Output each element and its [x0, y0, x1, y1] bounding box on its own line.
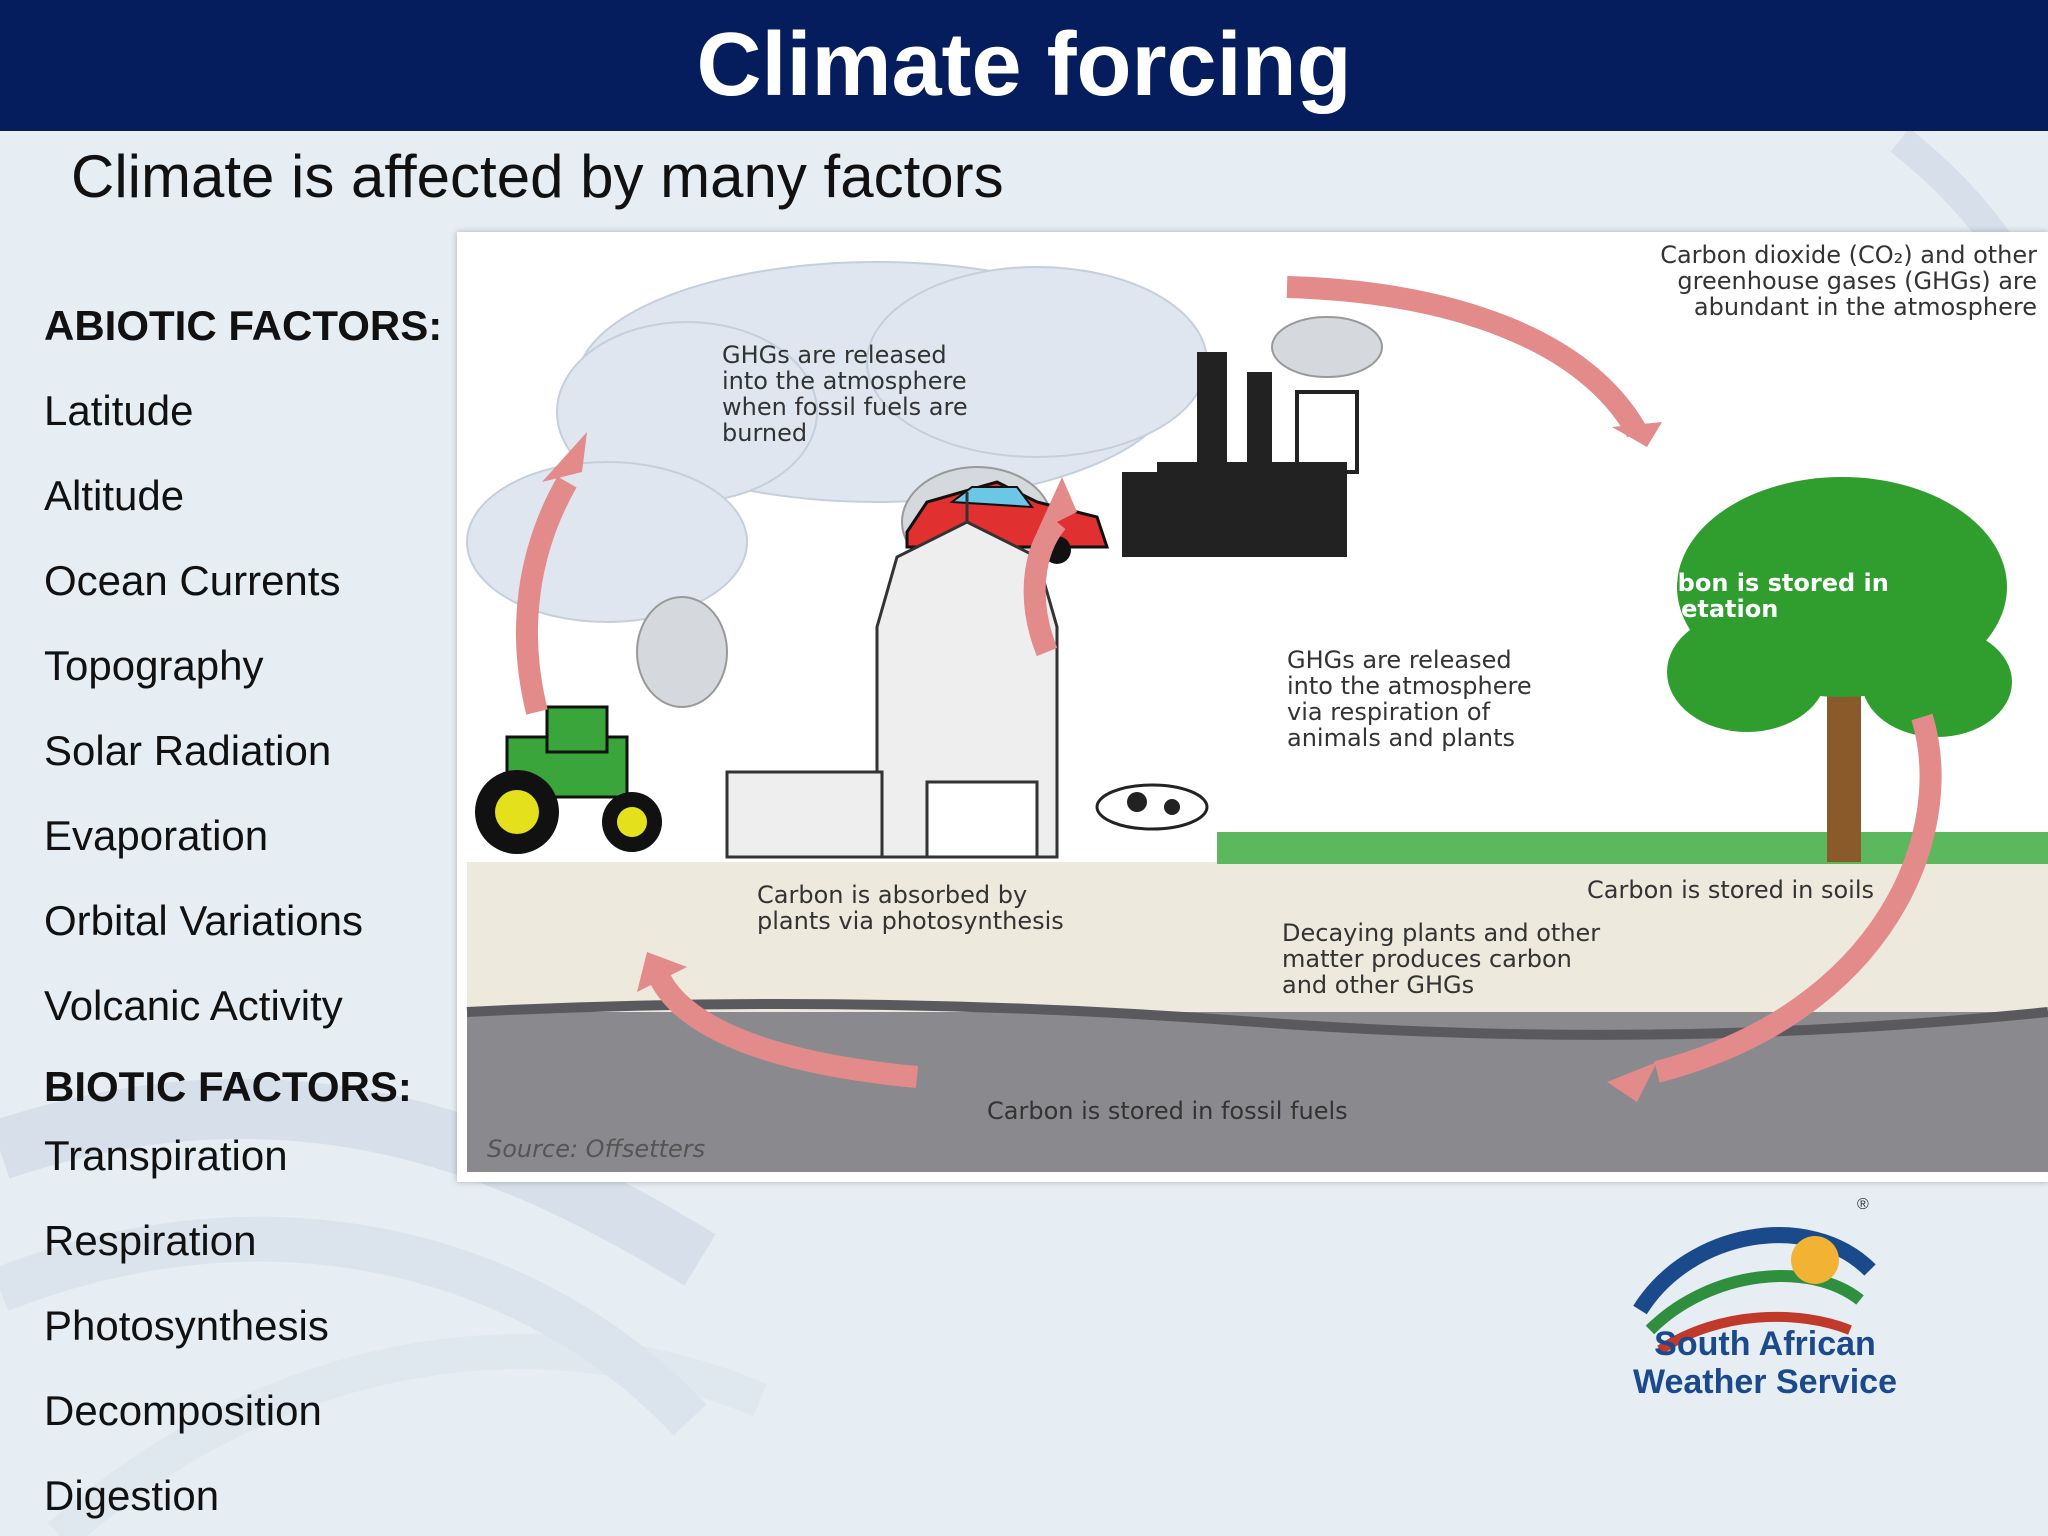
factor-item: Photosynthesis: [44, 1302, 329, 1349]
factor-item: Transpiration: [44, 1132, 288, 1179]
label-co2-abundant: Carbon dioxide (CO₂) and other greenhous…: [1660, 241, 2037, 321]
label-fossil-fuels: Carbon is stored in fossil fuels: [987, 1097, 1348, 1125]
carbon-cycle-diagram: Carbon dioxide (CO₂) and other greenhous…: [457, 232, 2048, 1182]
factor-item: Volcanic Activity: [44, 982, 343, 1029]
saws-logo-mark: [1633, 1227, 1876, 1355]
factor-item: Ocean Currents: [44, 557, 341, 604]
label-decaying: Decaying plants and other matter produce…: [1282, 919, 1601, 999]
arrow-tractor-up: [516, 476, 577, 715]
label-soils: Carbon is stored in soils: [1587, 876, 1874, 904]
factor-item: Evaporation: [44, 812, 269, 859]
factor-item: Decomposition: [44, 1387, 322, 1434]
arrow-respiration-up: [1023, 514, 1066, 657]
diagram-source: Source: Offsetters: [487, 1135, 706, 1163]
label-ghg-respiration: GHGs are released into the atmosphere vi…: [1287, 646, 1532, 752]
tractor: [475, 705, 662, 854]
factor-item: Latitude: [44, 387, 194, 434]
cow: [1095, 783, 1209, 831]
page-title: Climate forcing: [696, 15, 1352, 115]
factory: [1122, 352, 1359, 557]
arrow-atmosphere-down: [1286, 276, 1647, 438]
carbon-cycle-illustration: [466, 261, 2048, 1172]
factor-item: Orbital Variations: [44, 897, 364, 944]
arrow-heads: [542, 422, 1662, 1102]
label-vegetation: Carbon is stored in vegetation: [1632, 569, 1889, 623]
registered-mark: ®: [1857, 1196, 1869, 1213]
abiotic-header: ABIOTIC FACTORS:: [44, 302, 443, 349]
cycle-arrows: [516, 276, 1942, 1088]
page-subtitle: Climate is affected by many factors: [71, 143, 1004, 210]
label-photosynthesis: Carbon is absorbed by plants via photosy…: [757, 881, 1064, 935]
biotic-header: BIOTIC FACTORS:: [44, 1063, 412, 1110]
factor-item: Altitude: [44, 472, 185, 519]
factor-item: Digestion: [44, 1472, 220, 1519]
logo-line-2: Weather Service: [1633, 1363, 1897, 1401]
factor-item: Topography: [44, 642, 264, 689]
arrow-soil-down: [1654, 713, 1942, 1083]
factor-item: Respiration: [44, 1217, 257, 1264]
saws-logo-text: South African Weather Service: [1600, 1325, 1930, 1401]
title-bar: [0, 0, 2048, 131]
factor-item: Solar Radiation: [44, 727, 332, 774]
arrow-fossil-up: [646, 967, 919, 1088]
label-ghg-fossil: GHGs are released into the atmosphere wh…: [722, 341, 968, 447]
barn: [725, 492, 1059, 859]
tree: [1667, 477, 2012, 862]
logo-line-1: South African: [1654, 1325, 1876, 1363]
soil-layer: [467, 862, 2048, 1012]
